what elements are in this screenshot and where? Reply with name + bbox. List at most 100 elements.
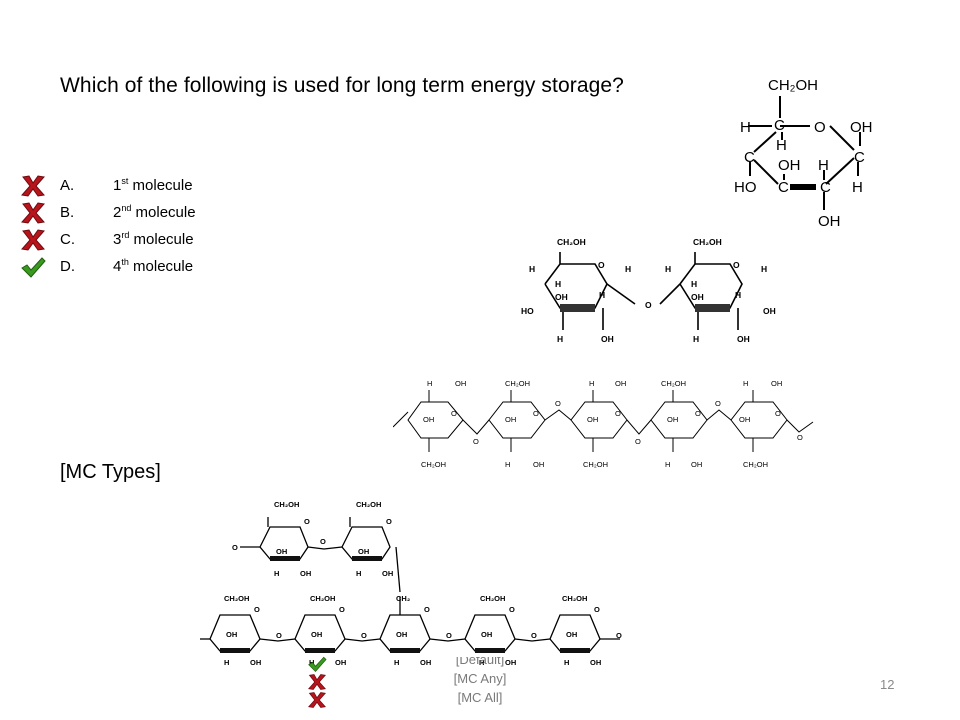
- mc-type-list: [Default] [MC Any] [MC All]: [430, 657, 530, 707]
- svg-text:OH: OH: [335, 658, 346, 667]
- svg-text:H: H: [599, 290, 605, 300]
- answer-b[interactable]: B. 2nd molecule: [20, 199, 260, 226]
- answer-d[interactable]: D. 4th molecule: [20, 253, 260, 280]
- svg-text:OH: OH: [423, 415, 434, 424]
- svg-text:CH₂OH: CH₂OH: [224, 594, 249, 603]
- svg-text:O: O: [715, 399, 721, 408]
- incorrect-x-icon: [21, 202, 45, 224]
- incorrect-x-icon: [21, 229, 45, 251]
- svg-text:OH: OH: [505, 658, 516, 667]
- mc-type-default[interactable]: [Default]: [455, 657, 505, 667]
- svg-text:C: C: [854, 149, 865, 166]
- svg-text:H: H: [735, 290, 741, 300]
- incorrect-x-icon: [308, 692, 326, 708]
- svg-text:O: O: [645, 300, 652, 310]
- svg-text:CH₂OH: CH₂OH: [661, 379, 686, 388]
- svg-text:OH: OH: [566, 630, 577, 639]
- svg-text:O: O: [635, 437, 641, 446]
- svg-text:O: O: [446, 631, 452, 640]
- svg-text:OH: OH: [763, 306, 776, 316]
- svg-text:H: H: [505, 460, 510, 469]
- svg-text:CH₂OH: CH₂OH: [480, 594, 505, 603]
- svg-text:H: H: [665, 460, 670, 469]
- svg-text:OH: OH: [555, 292, 568, 302]
- svg-text:H: H: [394, 658, 399, 667]
- svg-text:O: O: [695, 409, 701, 418]
- svg-text:H: H: [693, 334, 699, 344]
- svg-text:OH: OH: [226, 630, 237, 639]
- svg-text:O: O: [386, 517, 392, 526]
- svg-text:C: C: [774, 117, 785, 134]
- svg-text:OH: OH: [739, 415, 750, 424]
- svg-text:OH: OH: [590, 658, 601, 667]
- svg-text:CH₂OH: CH₂OH: [557, 237, 586, 247]
- svg-text:O: O: [320, 537, 326, 546]
- svg-text:H: H: [852, 179, 863, 196]
- answer-a[interactable]: A. 1st molecule: [20, 172, 260, 199]
- svg-text:H: H: [625, 264, 631, 274]
- svg-text:O: O: [775, 409, 781, 418]
- svg-text:H: H: [776, 137, 787, 154]
- svg-text:H: H: [224, 658, 229, 667]
- correct-check-icon: [21, 257, 46, 278]
- mc-type-marks: [306, 655, 332, 709]
- svg-text:CH₂OH: CH₂OH: [505, 379, 530, 388]
- answer-letter: D.: [60, 258, 75, 275]
- answer-text: 4th molecule: [113, 257, 194, 276]
- incorrect-x-icon: [21, 175, 45, 197]
- answer-letter: C.: [60, 231, 75, 248]
- svg-text:H: H: [529, 264, 535, 274]
- svg-text:H: H: [356, 569, 361, 578]
- svg-text:O: O: [733, 260, 740, 270]
- svg-text:O: O: [254, 605, 260, 614]
- molecule-polysaccharide-chain-diagram: H OH CH₂OH H OH CH₂OH H OH O O O O O OH …: [393, 379, 814, 469]
- svg-text:O: O: [509, 605, 515, 614]
- svg-text:O: O: [361, 631, 367, 640]
- svg-text:O: O: [339, 605, 345, 614]
- svg-text:O: O: [276, 631, 282, 640]
- svg-text:OH: OH: [250, 658, 261, 667]
- svg-text:H: H: [427, 379, 432, 388]
- svg-text:OH: OH: [691, 460, 702, 469]
- svg-text:H: H: [589, 379, 594, 388]
- svg-text:O: O: [451, 409, 457, 418]
- svg-text:H: H: [740, 119, 751, 136]
- mc-type-all[interactable]: [MC All]: [457, 690, 503, 705]
- molecule-disaccharide-diagram: CH₂OH CH₂OH O O H H H H H H OH OH H H O …: [521, 237, 776, 344]
- svg-text:H: H: [761, 264, 767, 274]
- svg-text:OH: OH: [420, 658, 431, 667]
- svg-text:CH₂OH: CH₂OH: [310, 594, 335, 603]
- svg-text:OH: OH: [455, 379, 466, 388]
- correct-check-icon: [308, 656, 327, 673]
- svg-text:OH: OH: [737, 334, 750, 344]
- svg-text:HO: HO: [734, 179, 757, 196]
- mc-type-any[interactable]: [MC Any]: [453, 671, 507, 686]
- answer-letter: B.: [60, 204, 75, 221]
- svg-text:OH: OH: [771, 379, 782, 388]
- svg-text:OH: OH: [300, 569, 311, 578]
- svg-text:OH: OH: [276, 547, 287, 556]
- svg-text:O: O: [616, 631, 622, 640]
- svg-text:O: O: [555, 399, 561, 408]
- svg-text:OH: OH: [505, 415, 516, 424]
- svg-text:CH₂OH: CH₂OH: [421, 460, 446, 469]
- svg-text:H: H: [557, 334, 563, 344]
- svg-text:H: H: [818, 157, 829, 174]
- svg-text:H: H: [691, 279, 697, 289]
- svg-text:CH₂OH: CH₂OH: [583, 460, 608, 469]
- svg-text:OH: OH: [691, 292, 704, 302]
- svg-text:OH: OH: [667, 415, 678, 424]
- svg-text:CH₂OH: CH₂OH: [743, 460, 768, 469]
- answer-letter: A.: [60, 177, 75, 194]
- svg-text:O: O: [424, 605, 430, 614]
- svg-text:H: H: [564, 658, 569, 667]
- svg-text:OH: OH: [850, 119, 873, 136]
- svg-text:C: C: [820, 179, 831, 196]
- svg-text:CH₂OH: CH₂OH: [693, 237, 722, 247]
- svg-text:O: O: [598, 260, 605, 270]
- answer-c[interactable]: C. 3rd molecule: [20, 226, 260, 253]
- svg-text:OH: OH: [382, 569, 393, 578]
- incorrect-x-icon: [308, 674, 326, 690]
- answer-list: A. 1st molecule B. 2nd molecule C. 3rd m…: [20, 172, 260, 280]
- svg-text:C: C: [744, 149, 755, 166]
